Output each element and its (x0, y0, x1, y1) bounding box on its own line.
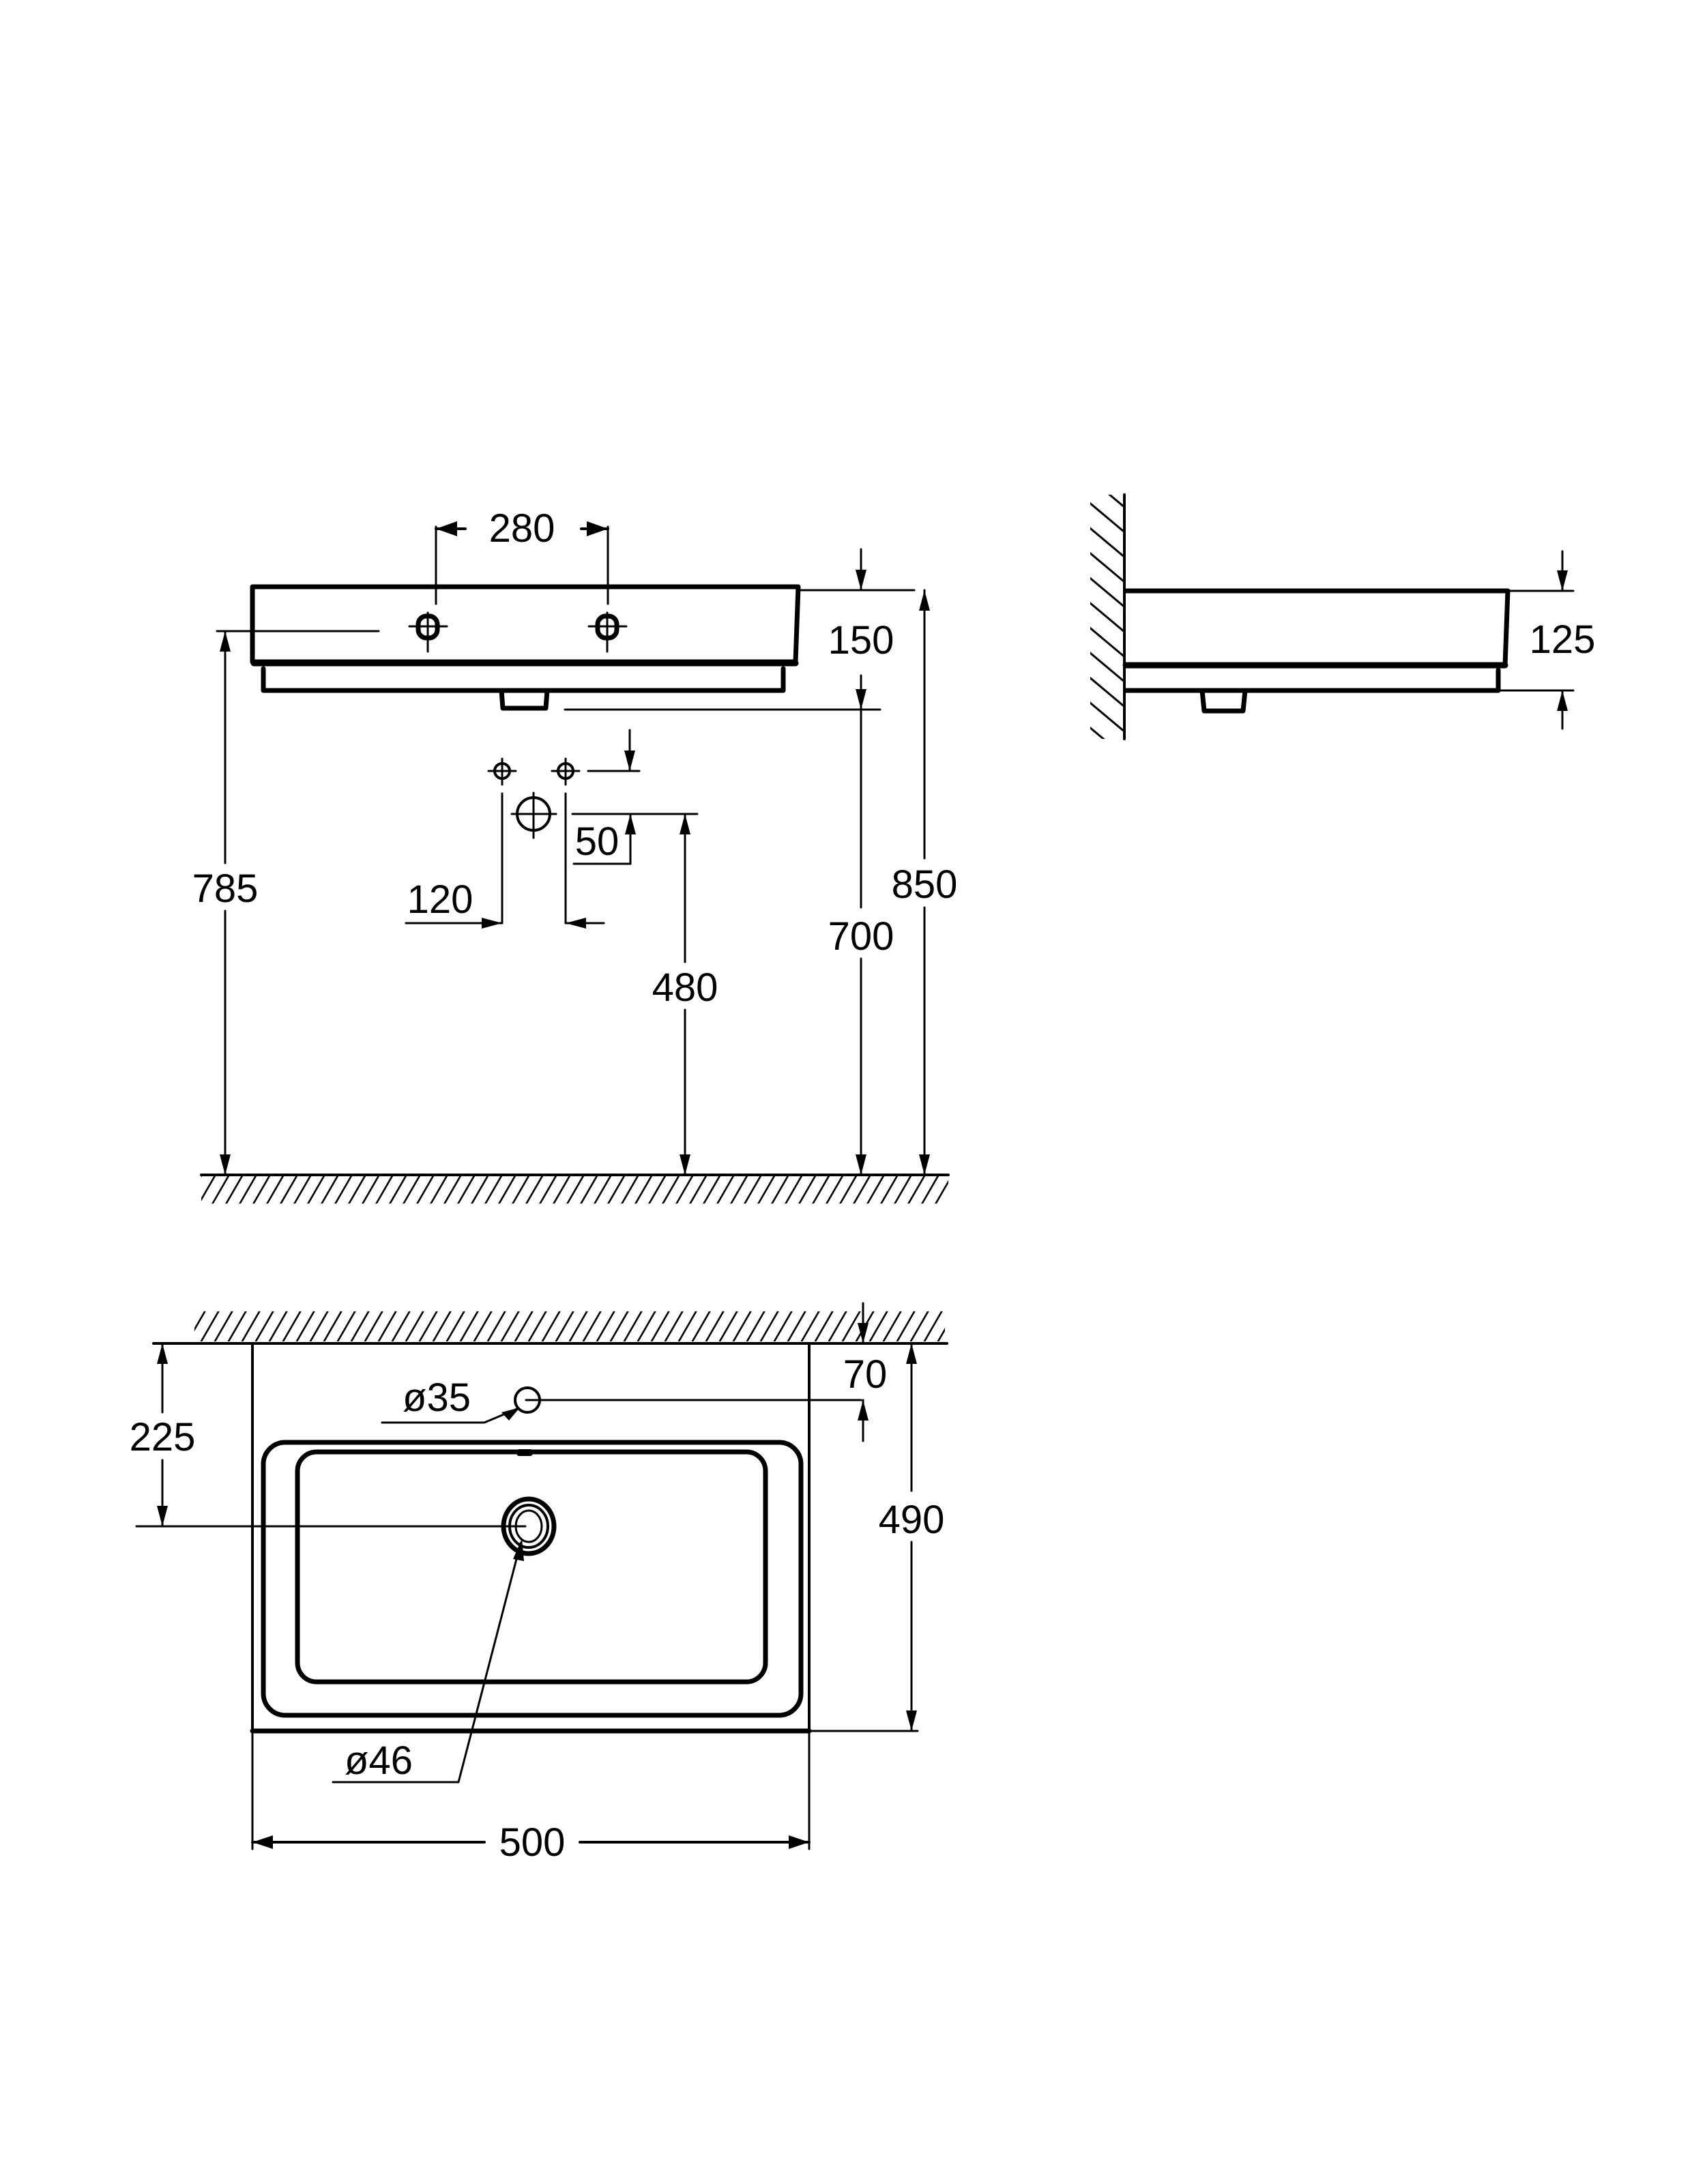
basin-side-outline (1123, 588, 1511, 668)
waste-outlet-side (1199, 688, 1248, 714)
waste-outlet (499, 688, 550, 711)
arrow-icon (856, 689, 866, 710)
arrow-icon (157, 1343, 168, 1364)
arrow-icon (856, 1154, 866, 1175)
arrow-icon (789, 1835, 809, 1849)
floor-hatch (201, 1176, 948, 1204)
dim-basin-depth: 125 (1530, 617, 1596, 662)
dim-drain-diameter: ø46 (345, 1738, 413, 1783)
overflow-slot (516, 1449, 533, 1456)
arrow-icon (220, 631, 231, 652)
front-view: 280 150 785 850 700 (192, 506, 958, 1204)
arrow-icon (625, 814, 636, 834)
arrow-icon (624, 751, 635, 771)
arrow-icon (587, 521, 608, 536)
arrow-icon (1557, 690, 1568, 711)
dim-basin-width: 500 (499, 1820, 566, 1865)
dim-overflow-diameter: ø35 (403, 1375, 471, 1420)
arrow-icon (906, 1710, 917, 1731)
dim-overflow-offset: 70 (843, 1352, 888, 1397)
arrow-icon (501, 1408, 520, 1421)
dim-drain-offset: 225 (130, 1415, 196, 1459)
arrow-icon (680, 814, 690, 834)
wall-hatch (1090, 495, 1123, 739)
arrow-icon (1557, 570, 1568, 591)
arrow-icon (252, 1835, 273, 1849)
dim-supply-spacing: 120 (407, 877, 473, 922)
supply-point-right (551, 757, 581, 786)
dim-tap-spacing: 280 (489, 506, 555, 551)
dim-supply-offset: 50 (575, 819, 619, 864)
waste-connection-point (510, 791, 557, 839)
dim-waste-height: 480 (652, 965, 718, 1010)
arrow-icon (513, 1539, 524, 1561)
tap-hole-left (408, 611, 448, 653)
basin-front-base (261, 666, 786, 693)
basin-bowl (295, 1449, 768, 1685)
top-view: ø35 225 70 490 ø46 (130, 1302, 948, 1865)
arrow-icon (906, 1343, 917, 1364)
side-view: 125 (1090, 493, 1596, 740)
dim-tap-hole-height: 785 (192, 867, 259, 911)
arrow-icon (220, 1154, 231, 1175)
arrow-icon (436, 521, 457, 536)
supply-point-left (487, 757, 517, 786)
arrow-icon (858, 1323, 869, 1343)
dim-underside-height: 700 (828, 914, 894, 959)
arrow-icon (680, 1154, 690, 1175)
tap-hole-right (587, 611, 628, 653)
arrow-icon (856, 570, 866, 590)
dim-basin-height: 150 (828, 618, 894, 663)
dim-basin-depth-top: 490 (879, 1498, 945, 1542)
arrow-icon (919, 590, 930, 611)
basin-rim (261, 1440, 804, 1718)
dim-rim-height: 850 (892, 862, 958, 907)
arrow-icon (919, 1154, 930, 1175)
wall-hatch-top (194, 1311, 945, 1341)
basin-top-outline (251, 1342, 811, 1732)
arrow-icon (157, 1506, 168, 1526)
arrow-icon (858, 1400, 869, 1421)
arrow-icon (566, 918, 586, 929)
arrow-icon (482, 918, 502, 929)
basin-front-outline (250, 584, 801, 665)
